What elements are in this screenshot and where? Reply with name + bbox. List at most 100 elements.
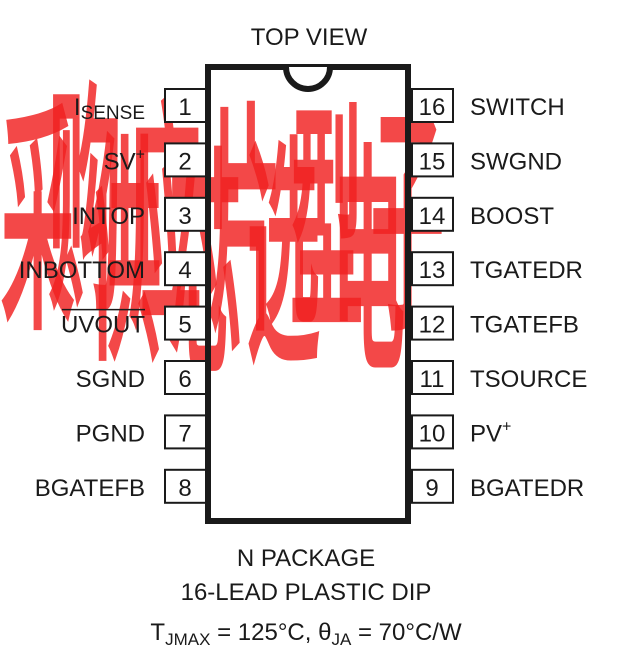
tjmax-subscript: JMAX bbox=[165, 630, 210, 649]
pin-label: SV+ bbox=[104, 146, 145, 175]
pin-label-text: UVOUT bbox=[61, 312, 145, 339]
pin-box bbox=[411, 142, 454, 178]
watermark-char: 片 bbox=[208, 81, 281, 365]
pin-label-text: PV bbox=[470, 420, 502, 447]
pin-number: 8 bbox=[178, 475, 191, 502]
watermark: 采购供应芯片选型电子 bbox=[1, 61, 444, 411]
pin-10: 10 PV+ bbox=[411, 414, 511, 450]
pin-box bbox=[411, 88, 454, 123]
pin-label-text: INTOP bbox=[72, 203, 145, 230]
watermark-char: 选 bbox=[247, 114, 320, 398]
pin-number: 14 bbox=[419, 203, 446, 230]
pin-label: BGATEDR bbox=[470, 475, 584, 502]
pin-label-text: BGATEFB bbox=[35, 475, 145, 502]
pin-label: ISENSE bbox=[74, 94, 145, 124]
pin-6: 6 SGND bbox=[76, 360, 207, 395]
pin-9: 9 BGATEDR bbox=[411, 468, 584, 504]
pin-label: INTOP bbox=[72, 203, 145, 230]
right-pin-column: 16 SWITCH 15 SWGND 14 BOOST 13 TGATEDR 12 TGATEFB… bbox=[411, 88, 587, 504]
pin-label: PV+ bbox=[470, 418, 511, 447]
left-pin-column: 1ISENSE2SV+3INTOP4INBOTTOM5UVOUT6SGND7PG… bbox=[19, 88, 207, 504]
pin-label-text: I bbox=[74, 94, 81, 121]
pin-number: 16 bbox=[419, 94, 446, 121]
thermal-spec: TJMAX = 125°C, θJA = 70°C/W bbox=[150, 619, 462, 649]
pin-box bbox=[411, 468, 454, 504]
pin-box bbox=[164, 88, 207, 123]
pin-box bbox=[164, 251, 207, 287]
pin-number: 13 bbox=[419, 257, 446, 284]
pin-number: 1 bbox=[178, 94, 191, 121]
pin-label: SGND bbox=[76, 366, 145, 393]
pin-number: 5 bbox=[178, 312, 191, 339]
top-view-label: TOP VIEW bbox=[251, 24, 368, 51]
pin-label-superscript: + bbox=[136, 146, 145, 163]
pin-box bbox=[164, 196, 207, 232]
theta-subscript: JA bbox=[331, 630, 352, 649]
pin-box bbox=[411, 196, 454, 232]
pin-box bbox=[164, 468, 207, 504]
pin-15: 15 SWGND bbox=[411, 142, 562, 178]
pin-label-text: TGATEFB bbox=[470, 312, 579, 339]
theta-symbol: θ bbox=[318, 619, 331, 646]
pin-label: INBOTTOM bbox=[19, 257, 145, 284]
pin-16: 16 SWITCH bbox=[411, 88, 565, 123]
pin-label: UVOUT bbox=[61, 312, 145, 339]
pin-label: SWITCH bbox=[470, 94, 565, 121]
pin-box bbox=[164, 414, 207, 450]
pin-label: TGATEDR bbox=[470, 257, 583, 284]
pin-label-text: SWITCH bbox=[470, 94, 565, 121]
pin-number: 6 bbox=[178, 366, 191, 393]
pin-4: 4 INBOTTOM bbox=[19, 251, 207, 287]
pin-number: 4 bbox=[178, 257, 191, 284]
watermark-char: 供 bbox=[88, 112, 161, 396]
theta-value: = 70°C/W bbox=[351, 619, 462, 646]
pin-label: SWGND bbox=[470, 148, 562, 175]
pin-box bbox=[411, 251, 454, 287]
pin-box bbox=[164, 142, 207, 178]
pin-11: 11 TSOURCE bbox=[411, 360, 587, 395]
pin-label-text: TSOURCE bbox=[470, 366, 587, 393]
watermark-char: 电 bbox=[332, 122, 405, 406]
pin-8: 8 BGATEFB bbox=[35, 468, 207, 504]
tjmax-value: = 125°C, bbox=[210, 619, 318, 646]
pin-number: 15 bbox=[419, 148, 446, 175]
pin-label-text: TGATEDR bbox=[470, 257, 583, 284]
pin-12: 12 TGATEFB bbox=[411, 305, 579, 341]
pin-label-text: INBOTTOM bbox=[19, 257, 145, 284]
pin-label-text: SV bbox=[104, 148, 136, 175]
package-description: 16-LEAD PLASTIC DIP bbox=[181, 579, 432, 606]
pin-label: TGATEFB bbox=[470, 312, 579, 339]
pin-number: 2 bbox=[178, 148, 191, 175]
watermark-char: 型 bbox=[290, 81, 363, 365]
pin-number: 12 bbox=[419, 312, 446, 339]
pin1-notch bbox=[283, 66, 333, 92]
pin-1: 1 ISENSE bbox=[74, 88, 207, 124]
pin-label-text: SWGND bbox=[470, 148, 562, 175]
pin-14: 14 BOOST bbox=[411, 196, 554, 232]
pin-box bbox=[411, 305, 454, 341]
pin-label-superscript: + bbox=[502, 418, 511, 435]
pin-number: 9 bbox=[425, 475, 438, 502]
pin-box bbox=[411, 414, 454, 450]
watermark-char: 采 bbox=[1, 81, 74, 365]
pin-label-subscript: SENSE bbox=[81, 103, 145, 124]
tjmax-symbol: T bbox=[150, 619, 165, 646]
pin-number: 11 bbox=[420, 366, 445, 393]
pin-label: TSOURCE bbox=[470, 366, 587, 393]
pin-label: BGATEFB bbox=[35, 475, 145, 502]
pin-box bbox=[411, 360, 454, 395]
pin-box bbox=[164, 305, 207, 341]
pin-label: BOOST bbox=[470, 203, 554, 230]
pin-5: 5 UVOUT bbox=[61, 305, 207, 341]
pin-2: 2 SV+ bbox=[104, 142, 207, 178]
pin-box bbox=[164, 360, 207, 395]
pin-label-text: BOOST bbox=[470, 203, 554, 230]
pin-number: 7 bbox=[178, 420, 191, 447]
pin-label-text: BGATEDR bbox=[470, 475, 584, 502]
pin-number: 10 bbox=[419, 420, 446, 447]
pin-13: 13 TGATEDR bbox=[411, 251, 583, 287]
